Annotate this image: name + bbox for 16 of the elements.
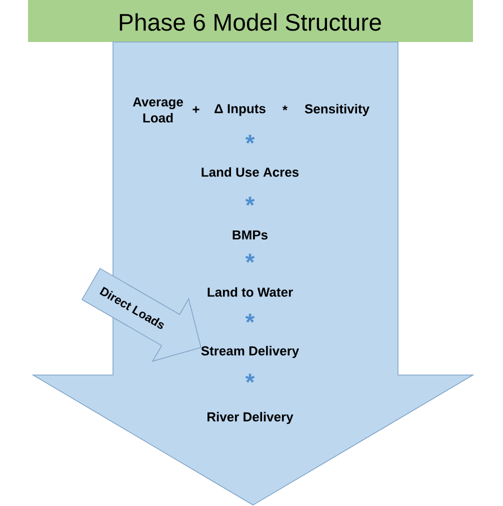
asterisk: *	[245, 314, 255, 323]
stage-label: River Delivery	[208, 412, 294, 424]
operator-sign: *	[282, 106, 288, 110]
stage-label: Stream Delivery	[201, 346, 300, 358]
title-band: Phase 6 Model Structure	[28, 0, 473, 42]
stage-label: BMPs	[232, 230, 268, 240]
stage-label: Average Load	[132, 97, 183, 123]
stage-label: Δ Inputs	[214, 104, 266, 116]
stage-label: Land Use Acres	[202, 167, 299, 177]
asterisk: *	[245, 134, 255, 144]
stage-label: Sensitivity	[304, 104, 370, 116]
asterisk: *	[245, 254, 255, 263]
asterisk: *	[245, 374, 255, 383]
stage-label: Land to Water	[208, 287, 293, 297]
asterisk: *	[245, 196, 255, 206]
operator-sign: +	[192, 106, 200, 113]
